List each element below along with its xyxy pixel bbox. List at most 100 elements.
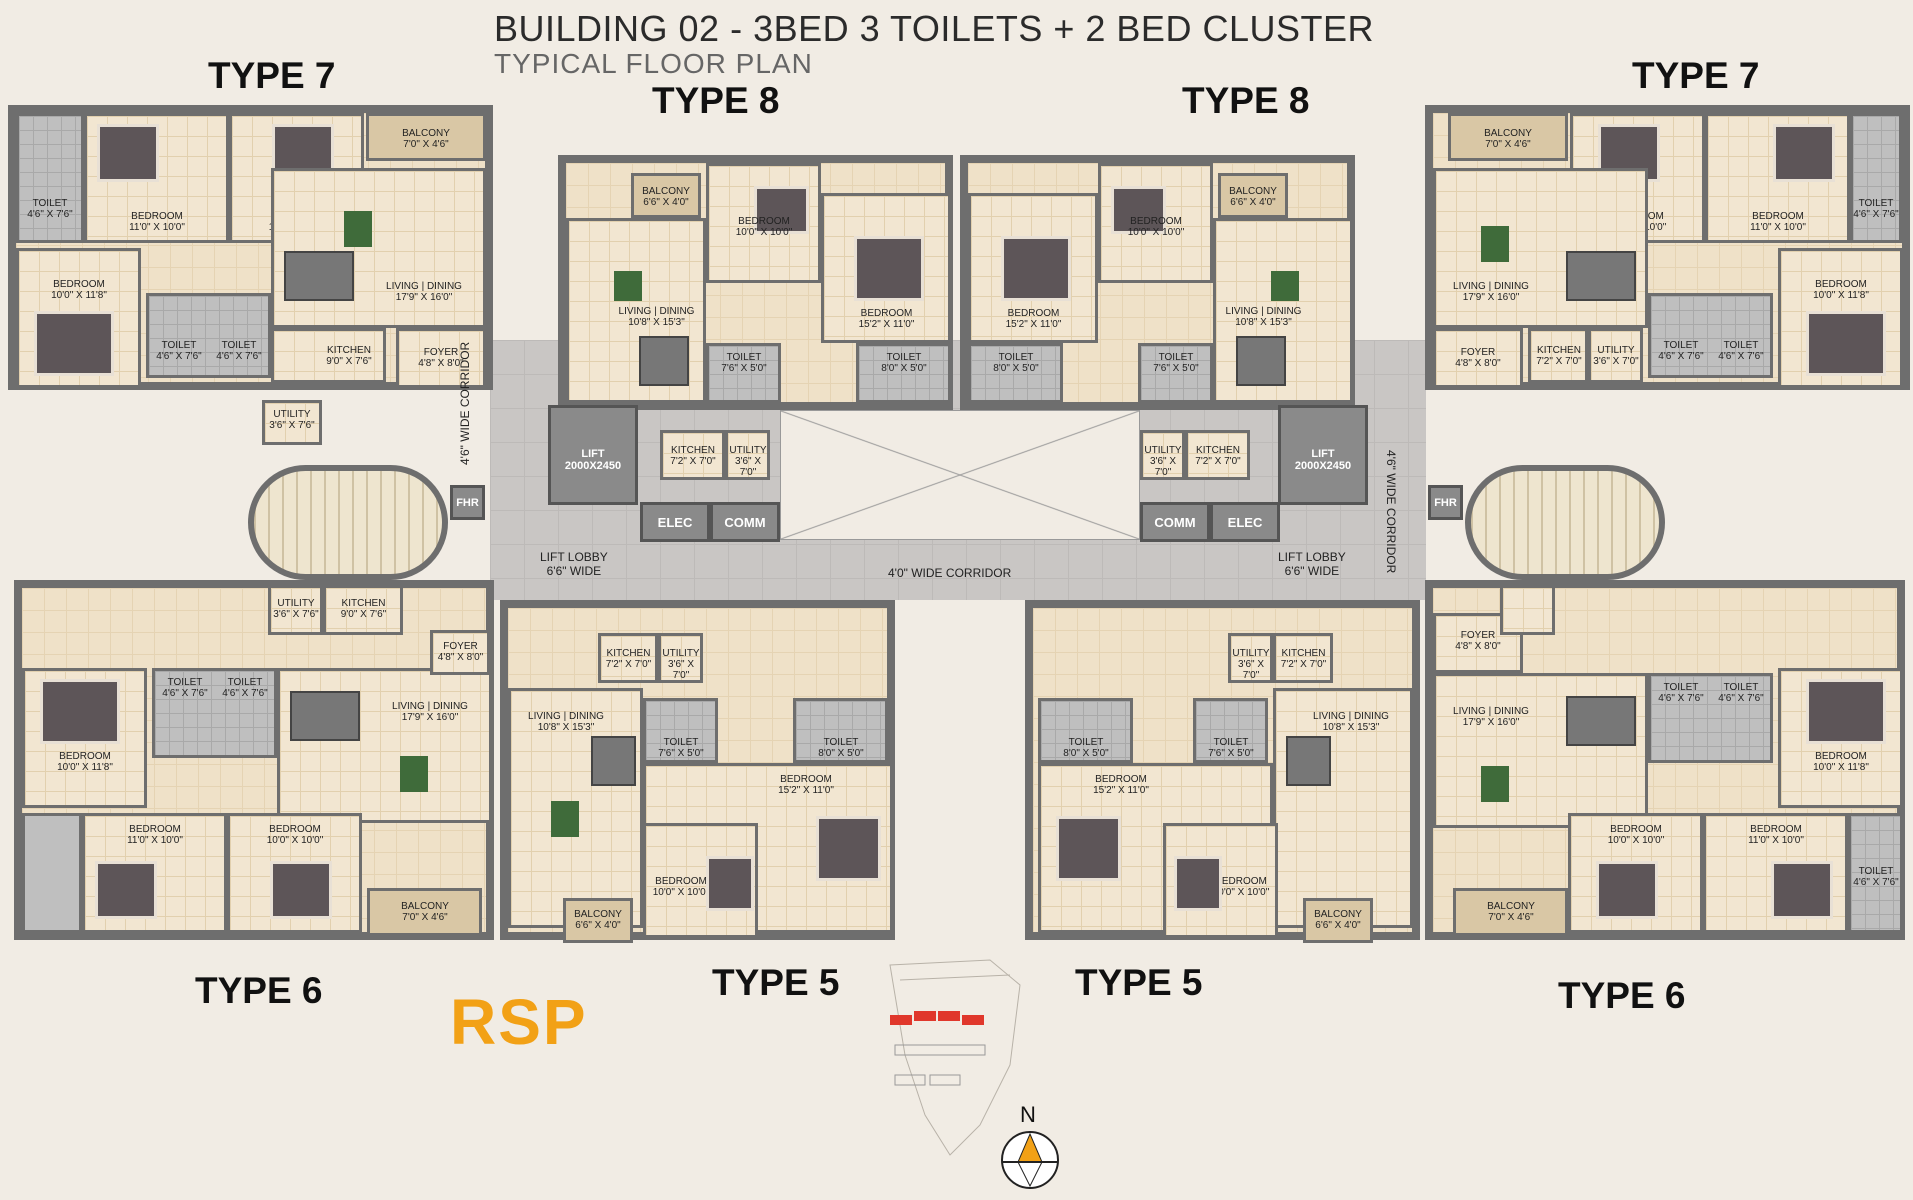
bed-icon (34, 311, 114, 376)
bed-icon (706, 856, 754, 911)
bed-icon (1596, 861, 1658, 919)
fhr-label: FHR (456, 497, 479, 509)
bedroom: BEDROOM 10'0" X 10'0" (706, 163, 821, 283)
living-dining: LIVING | DINING 10'8" X 15'3" (1213, 218, 1353, 403)
type-label-8-left: TYPE 8 (652, 80, 780, 121)
room-label: BEDROOM 10'0" X 11'8" (57, 751, 113, 773)
bedroom: BEDROOM 10'0" X 11'8" (16, 248, 141, 388)
room-label: TOILET 7'6" X 5'0" (1153, 352, 1199, 374)
unit-type5-left: KITCHEN 7'2" X 7'0" UTILITY 3'6" X 7'0" … (500, 600, 895, 943)
kitchen: KITCHEN 7'2" X 7'0" (1273, 633, 1333, 683)
room-label: FOYER 4'8" X 8'0" (437, 641, 484, 663)
kitchen: KITCHEN 9'0" X 7'6" (323, 585, 403, 635)
bedroom: BEDROOM 15'2" X 11'0" (821, 193, 951, 343)
room-label: KITCHEN 9'0" X 7'6" (340, 598, 387, 620)
elec-room-right: ELEC (1210, 502, 1280, 542)
bed-icon (1174, 856, 1222, 911)
room-label: UTILITY 3'6" X 7'0" (1144, 445, 1182, 478)
room-label: BALCONY 6'6" X 4'0" (1314, 909, 1362, 931)
balcony: BALCONY 7'0" X 4'6" (1448, 113, 1568, 161)
room-label: BEDROOM 15'2" X 11'0" (1005, 308, 1062, 330)
utility: UTILITY 3'6" X 7'0" (658, 633, 703, 683)
bedroom: BEDROOM 10'0" X 10'0" (227, 813, 362, 933)
room-label: TOILET 4'6" X 7'6" (222, 677, 268, 699)
room-label: BEDROOM 15'2" X 11'0" (778, 774, 834, 796)
staircase-left (248, 465, 448, 580)
room-label: UTILITY 3'6" X 7'6" (269, 409, 315, 431)
room-label: UTILITY 3'6" X 7'0" (1593, 345, 1639, 367)
lift-lobby-label-left: LIFT LOBBY 6'6" WIDE (540, 550, 608, 578)
room-label: TOILET 8'0" X 5'0" (1063, 737, 1109, 759)
kitchen: KITCHEN 7'2" X 7'0" (1185, 430, 1250, 480)
lift-left: LIFT 2000X2450 (548, 405, 638, 505)
unit-type8-left: BALCONY 6'6" X 4'0" BEDROOM 10'0" X 10'0… (558, 155, 953, 410)
fhr-label: FHR (1434, 497, 1457, 509)
dining-table-icon (1286, 736, 1331, 786)
room-label: KITCHEN 7'2" X 7'0" (1195, 445, 1241, 467)
room-label: LIVING | DINING 10'8" X 15'3" (1225, 306, 1302, 328)
room-label: TOILET 7'6" X 5'0" (658, 737, 704, 759)
lift-label: LIFT 2000X2450 (1294, 448, 1352, 472)
room-label: LIVING | DINING 17'9" X 16'0" (386, 281, 462, 303)
room-label: BALCONY 6'6" X 4'0" (1229, 186, 1277, 208)
type-label-7-right: TYPE 7 (1632, 55, 1760, 96)
toilets: TOILET 4'6" X 7'6" TOILET 4'6" X 7'6" (146, 293, 271, 378)
highlighted-building (890, 1011, 984, 1025)
utility: UTILITY 3'6" X 7'6" (262, 400, 322, 445)
room-label: LIVING | DINING 10'8" X 15'3" (1313, 711, 1389, 733)
dining-table-icon (639, 336, 689, 386)
toilet: TOILET 8'0" X 5'0" (856, 343, 951, 403)
type-label-5-left: TYPE 5 (712, 962, 840, 1003)
room-label: BEDROOM 10'0" X 10'0" (735, 216, 793, 238)
plan-subtitle: TYPICAL FLOOR PLAN (494, 48, 813, 79)
bed-icon (854, 236, 924, 301)
type-label-7-left: TYPE 7 (208, 55, 336, 96)
bed-icon (1001, 236, 1071, 301)
room-label: TOILET 4'6" X 7'6" (216, 340, 262, 362)
room-label: LIVING | DINING 17'9" X 16'0" (1453, 706, 1529, 728)
dining-table-icon (1566, 696, 1636, 746)
room-label: BEDROOM 10'0" X 10'0" (1127, 216, 1185, 238)
room-label: BEDROOM 10'0" X 11'8" (1813, 751, 1869, 773)
toilet: TOILET 8'0" X 5'0" (968, 343, 1063, 403)
room-label: BALCONY 7'0" X 4'6" (1484, 128, 1532, 150)
bed-icon (40, 679, 120, 744)
rug-icon (1271, 271, 1299, 301)
rug-icon (1481, 226, 1509, 262)
living-dining: LIVING | DINING 17'9" X 16'0" (1433, 168, 1648, 328)
toilets: TOILET 4'6" X 7'6" TOILET 4'6" X 7'6" (1648, 673, 1773, 763)
rug-icon (400, 756, 428, 792)
toilet: TOILET 7'6" X 5'0" (1193, 698, 1268, 763)
unit-type7-left: TOILET 4'6" X 7'6" BEDROOM 11'0" X 10'0"… (8, 105, 493, 390)
comm-label: COMM (1154, 515, 1196, 530)
room-label: BALCONY 7'0" X 4'6" (1487, 901, 1535, 923)
bed-icon (1111, 186, 1166, 234)
room-label: UTILITY 3'6" X 7'6" (273, 598, 319, 620)
room-label: LIVING | DINING 17'9" X 16'0" (1453, 281, 1529, 303)
bedroom: BEDROOM 10'0" X 11'8" (1778, 248, 1903, 388)
room-label: TOILET 7'6" X 5'0" (721, 352, 767, 374)
room-label: BALCONY 6'6" X 4'0" (574, 909, 622, 931)
room-label: TOILET 8'0" X 5'0" (993, 352, 1039, 374)
other-buildings (894, 1044, 986, 1086)
bedroom: BEDROOM 11'0" X 10'0" (82, 813, 227, 933)
room-label: BEDROOM 10'0" X 11'8" (1813, 279, 1869, 301)
room-label: TOILET 4'6" X 7'6" (1718, 682, 1764, 704)
toilet: TOILET 4'6" X 7'6" (1848, 813, 1903, 933)
room-label: LIVING | DINING 10'8" X 15'3" (618, 306, 695, 328)
bedroom: BEDROOM 11'0" X 10'0" (1705, 113, 1850, 243)
living-dining: LIVING | DINING 10'8" X 15'3" (566, 218, 706, 403)
toilet: TOILET 8'0" X 5'0" (793, 698, 888, 763)
brand-logo: RSP (450, 986, 588, 1058)
rug-icon (614, 271, 642, 301)
side-corridor-label-right: 4'6" WIDE CORRIDOR (1384, 450, 1398, 574)
living-dining: LIVING | DINING 10'8" X 15'3" (508, 688, 643, 928)
bed-icon (97, 124, 159, 182)
bed-icon (270, 861, 332, 919)
room-label: UTILITY 3'6" X 7'0" (662, 648, 700, 681)
toilet: TOILET 4'6" X 7'6" (16, 113, 84, 243)
room-label: TOILET 8'0" X 5'0" (881, 352, 927, 374)
unit-type5-right: UTILITY 3'6" X 7'0" KITCHEN 7'2" X 7'0" … (1025, 600, 1420, 943)
bedroom: BEDROOM 10'0" X 10'0" (1163, 823, 1278, 938)
toilets: TOILET 4'6" X 7'6" TOILET 4'6" X 7'6" (1648, 293, 1773, 378)
